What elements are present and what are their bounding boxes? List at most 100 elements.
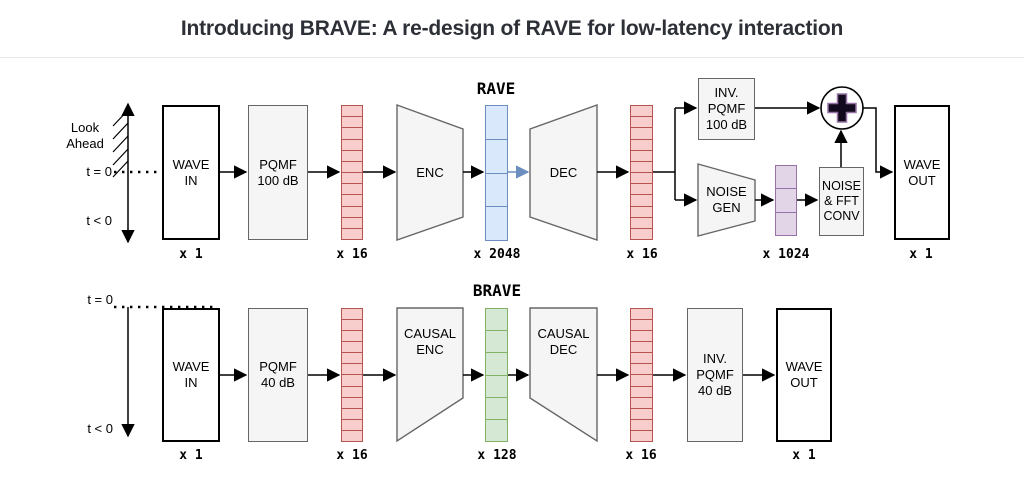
band-cell bbox=[631, 116, 652, 128]
band-cell bbox=[342, 418, 362, 430]
rave-pqmf-box: PQMF 100 dB bbox=[248, 105, 308, 240]
band-cell bbox=[342, 309, 362, 320]
brave-causal-dec-shape bbox=[529, 307, 598, 443]
rave-noise-fft-conv-box: NOISE & FFT CONV bbox=[819, 167, 864, 236]
band-cell bbox=[342, 116, 362, 128]
band-cell bbox=[631, 341, 652, 353]
band-cell bbox=[342, 227, 362, 240]
rave-bands-out-bar bbox=[630, 105, 653, 240]
brave-latent-multiplier: x 128 bbox=[477, 448, 517, 463]
band-cell bbox=[342, 183, 362, 195]
rave-latent-bar bbox=[485, 105, 508, 241]
band-cell bbox=[342, 319, 362, 331]
band-cell bbox=[486, 206, 507, 240]
band-cell bbox=[486, 352, 507, 375]
rave-bands-out-multiplier: x 16 bbox=[626, 247, 658, 262]
figure-header: Introducing BRAVE: A re-design of RAVE f… bbox=[0, 0, 1024, 58]
band-cell bbox=[631, 407, 652, 419]
band-cell bbox=[631, 309, 652, 320]
band-cell bbox=[631, 330, 652, 342]
brave-wave-in-multiplier: x 1 bbox=[179, 448, 203, 463]
brave-bands-out-bar bbox=[630, 308, 653, 442]
plus-icon bbox=[827, 93, 857, 123]
brave-causal-enc-label: CAUSAL ENC bbox=[403, 326, 457, 357]
rave-t-neg-label: t < 0 bbox=[86, 213, 112, 228]
band-cell bbox=[631, 216, 652, 228]
rave-t-zero-label: t = 0 bbox=[86, 164, 112, 179]
band-cell bbox=[342, 138, 362, 150]
band-cell bbox=[342, 429, 362, 441]
rave-dec-trapezoid bbox=[529, 104, 598, 241]
band-cell bbox=[631, 227, 652, 240]
band-cell bbox=[486, 330, 507, 353]
brave-inv-pqmf-box: INV. PQMF 40 dB bbox=[687, 308, 743, 442]
band-cell bbox=[486, 138, 507, 173]
band-cell bbox=[342, 407, 362, 419]
rave-enc-trapezoid bbox=[396, 104, 464, 241]
band-cell bbox=[631, 352, 652, 364]
brave-causal-enc-shape bbox=[396, 307, 464, 443]
rave-noise-bands-multiplier: x 1024 bbox=[762, 247, 810, 262]
rave-bands-in-bar bbox=[341, 105, 363, 240]
band-cell bbox=[776, 188, 796, 212]
band-cell bbox=[486, 396, 507, 419]
band-cell bbox=[342, 172, 362, 184]
band-cell bbox=[631, 319, 652, 331]
brave-bands-out-multiplier: x 16 bbox=[625, 448, 657, 463]
band-cell bbox=[631, 194, 652, 206]
band-cell bbox=[342, 194, 362, 206]
rave-dec-label: DEC bbox=[549, 164, 578, 180]
band-cell bbox=[631, 374, 652, 386]
brave-causal-dec-label: CAUSAL DEC bbox=[537, 326, 590, 357]
band-cell bbox=[342, 149, 362, 161]
band-cell bbox=[631, 385, 652, 397]
rave-noise-gen-label: NOISE GEN bbox=[706, 184, 747, 215]
rave-bands-in-multiplier: x 16 bbox=[336, 247, 368, 262]
brave-t-neg-label: t < 0 bbox=[87, 421, 113, 436]
band-cell bbox=[631, 138, 652, 150]
brave-t-zero-label: t = 0 bbox=[87, 292, 113, 307]
rave-latent-multiplier: x 2048 bbox=[473, 247, 521, 262]
band-cell bbox=[342, 160, 362, 173]
band-cell bbox=[631, 106, 652, 117]
band-cell bbox=[631, 127, 652, 139]
band-cell bbox=[486, 172, 507, 207]
rave-enc-label: ENC bbox=[416, 164, 444, 180]
rave-wave-in-box: WAVE IN bbox=[162, 105, 220, 240]
band-cell bbox=[631, 149, 652, 161]
page-title: Introducing BRAVE: A re-design of RAVE f… bbox=[180, 16, 844, 40]
rave-look-ahead-label: Look Ahead bbox=[66, 120, 104, 151]
band-cell bbox=[631, 205, 652, 217]
band-cell bbox=[631, 160, 652, 173]
band-cell bbox=[342, 352, 362, 364]
band-cell bbox=[486, 106, 507, 139]
brave-pqmf-box: PQMF 40 dB bbox=[248, 308, 308, 442]
band-cell bbox=[631, 429, 652, 441]
rave-wave-out-multiplier: x 1 bbox=[909, 247, 933, 262]
band-cell bbox=[631, 363, 652, 375]
brave-wave-out-multiplier: x 1 bbox=[792, 448, 816, 463]
band-cell bbox=[486, 309, 507, 331]
band-cell bbox=[342, 363, 362, 375]
band-cell bbox=[342, 106, 362, 117]
brave-diagram-title: BRAVE bbox=[472, 281, 522, 300]
band-cell bbox=[342, 341, 362, 353]
band-cell bbox=[342, 396, 362, 408]
band-cell bbox=[342, 374, 362, 386]
rave-noise-gen-trapezoid bbox=[697, 163, 756, 237]
rave-wave-out-box: WAVE OUT bbox=[894, 105, 950, 240]
band-cell bbox=[776, 211, 796, 235]
rave-diagram-title: RAVE bbox=[476, 79, 516, 98]
rave-noise-bands-bar bbox=[775, 165, 797, 236]
band-cell bbox=[631, 183, 652, 195]
rave-wave-in-multiplier: x 1 bbox=[179, 247, 203, 262]
brave-wave-in-box: WAVE IN bbox=[162, 308, 220, 442]
band-cell bbox=[342, 216, 362, 228]
brave-latent-bar bbox=[485, 308, 508, 442]
band-cell bbox=[631, 172, 652, 184]
band-cell bbox=[631, 396, 652, 408]
band-cell bbox=[342, 205, 362, 217]
band-cell bbox=[342, 330, 362, 342]
